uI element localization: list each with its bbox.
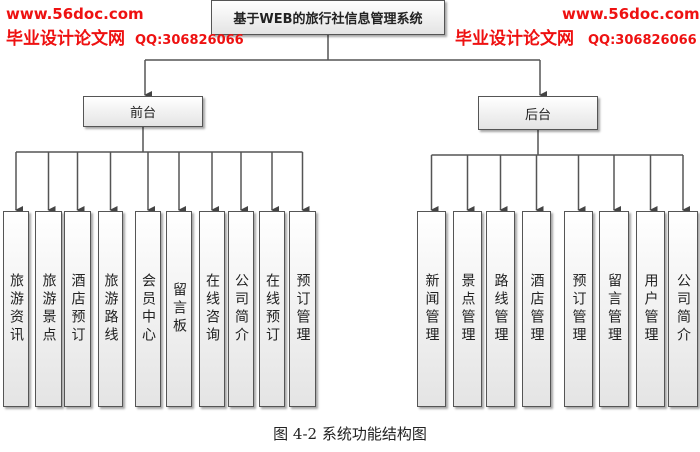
- front-item: 预订管理: [289, 211, 316, 407]
- watermark-site: www.56doc.com: [6, 5, 144, 23]
- back-node: 后台: [478, 96, 598, 130]
- back-item: 酒店管理: [522, 211, 551, 407]
- front-item: 旅游景点: [35, 211, 62, 407]
- watermark-qq-2: QQ:306826066: [588, 33, 697, 48]
- front-item: 留言板: [166, 211, 192, 407]
- watermark-qq: QQ:306826066: [135, 33, 244, 48]
- back-item: 公司简介: [668, 211, 698, 407]
- front-item: 酒店预订: [64, 211, 91, 407]
- back-item: 路线管理: [486, 211, 515, 407]
- front-item: 在线预订: [259, 211, 285, 407]
- front-item: 在线咨询: [199, 211, 225, 407]
- front-node: 前台: [83, 96, 203, 127]
- watermark-name-2: 毕业设计论文网: [455, 29, 574, 49]
- front-item: 旅游资讯: [3, 211, 29, 407]
- back-item: 用户管理: [636, 211, 665, 407]
- root-node: 基于WEB的旅行社信息管理系统: [211, 0, 445, 35]
- front-item: 会员中心: [135, 211, 161, 407]
- watermark-site-2: www.56doc.com: [562, 5, 700, 23]
- watermark-name: 毕业设计论文网: [6, 29, 125, 49]
- front-item: 公司简介: [228, 211, 254, 407]
- back-item: 留言管理: [599, 211, 629, 407]
- back-item: 景点管理: [453, 211, 482, 407]
- back-item: 新闻管理: [417, 211, 446, 407]
- back-item: 预订管理: [564, 211, 593, 407]
- figure-caption: 图 4-2 系统功能结构图: [273, 425, 427, 443]
- front-item: 旅游路线: [98, 211, 123, 407]
